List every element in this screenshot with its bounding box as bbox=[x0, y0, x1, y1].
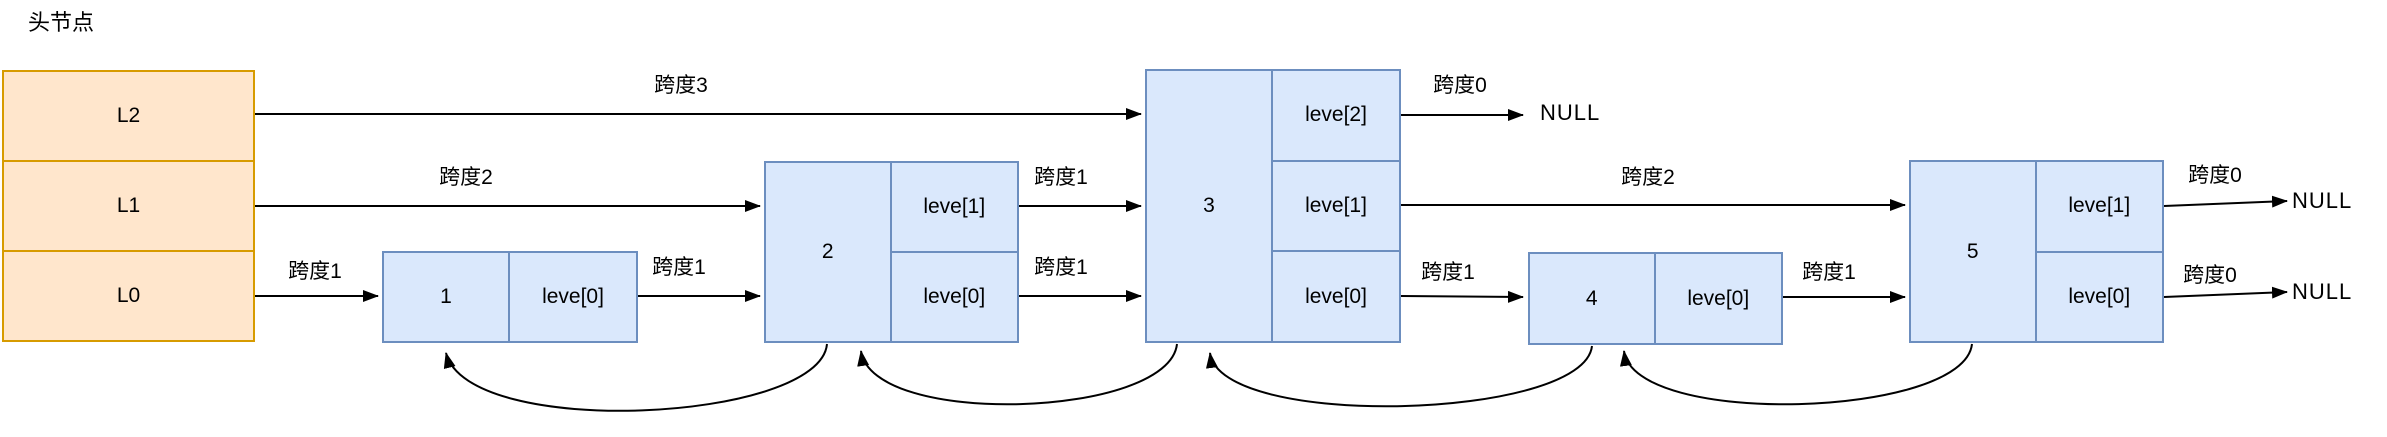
node-1-level-0: leve[0] bbox=[542, 285, 604, 308]
span-label-node3-lv0-to-node4: 跨度1 bbox=[1421, 261, 1475, 284]
node-3-value: 3 bbox=[1147, 71, 1273, 341]
node-4-level-0: leve[0] bbox=[1687, 286, 1750, 310]
node-4: 4 leve[0] bbox=[1528, 252, 1783, 345]
span-label-node2-lv1-to-node3: 跨度1 bbox=[1034, 166, 1088, 189]
node-2: 2 leve[1] leve[0] bbox=[764, 161, 1019, 343]
arrow-node3-lv0-to-node4 bbox=[1400, 290, 1524, 303]
node-3-level-1: leve[1] bbox=[1273, 162, 1399, 253]
span-label-head-to-node2: 跨度2 bbox=[439, 166, 493, 189]
node-5-level-0: leve[0] bbox=[2068, 284, 2131, 308]
span-label-head-to-node3: 跨度3 bbox=[654, 74, 708, 97]
node-2-value: 2 bbox=[766, 163, 892, 341]
arrow-node5-lv0-to-null bbox=[2163, 286, 2288, 299]
head-level-l0: L0 bbox=[116, 284, 141, 307]
head-node-box: L2 L1 L0 bbox=[2, 70, 255, 342]
backward-arrow-node2-to-node1 bbox=[443, 343, 828, 412]
node-3-level-0: leve[0] bbox=[1305, 284, 1367, 308]
arrow-node5-lv1-to-null bbox=[2163, 195, 2288, 208]
node-1: 1 leve[0] bbox=[382, 251, 638, 343]
head-level-l2: L2 bbox=[4, 72, 253, 162]
null-label-node5-lv0: NULL bbox=[2292, 279, 2353, 304]
node-4-value: 4 bbox=[1530, 254, 1656, 343]
span-label-node5-lv0-to-null: 跨度0 bbox=[2183, 264, 2237, 287]
backward-arrow-node3-to-node2 bbox=[857, 343, 1178, 406]
span-label-node3-lv2-to-null: 跨度0 bbox=[1433, 74, 1487, 97]
node-1-value: 1 bbox=[384, 253, 510, 341]
span-label-head-to-node1: 跨度1 bbox=[288, 260, 342, 283]
node-2-level-0: leve[0] bbox=[923, 285, 986, 308]
node-5-level-1: leve[1] bbox=[2036, 162, 2162, 253]
null-label-node5-lv1: NULL bbox=[2292, 188, 2353, 213]
span-label-node3-lv1-to-node5: 跨度2 bbox=[1621, 166, 1675, 189]
backward-arrow-node4-to-node3 bbox=[1206, 345, 1593, 408]
head-level-l1: L1 bbox=[4, 162, 253, 252]
node-3-level-2: leve[2] bbox=[1273, 71, 1399, 162]
span-label-node2-lv0-to-node3: 跨度1 bbox=[1034, 256, 1088, 279]
node-5: 5 leve[1] leve[0] bbox=[1909, 160, 2164, 343]
node-2-level-1: leve[1] bbox=[891, 163, 1017, 253]
head-node-title: 头节点 bbox=[28, 10, 95, 35]
backward-arrow-node5-to-node4 bbox=[1620, 343, 1973, 406]
span-label-node5-lv1-to-null: 跨度0 bbox=[2188, 164, 2242, 187]
node-5-value: 5 bbox=[1911, 162, 2037, 341]
span-label-node4-to-node5: 跨度1 bbox=[1802, 261, 1856, 284]
node-3: 3 leve[2] leve[1] leve[0] bbox=[1145, 69, 1401, 343]
span-label-node1-to-node2: 跨度1 bbox=[652, 256, 706, 279]
null-label-node3-lv2: NULL bbox=[1540, 100, 1601, 125]
